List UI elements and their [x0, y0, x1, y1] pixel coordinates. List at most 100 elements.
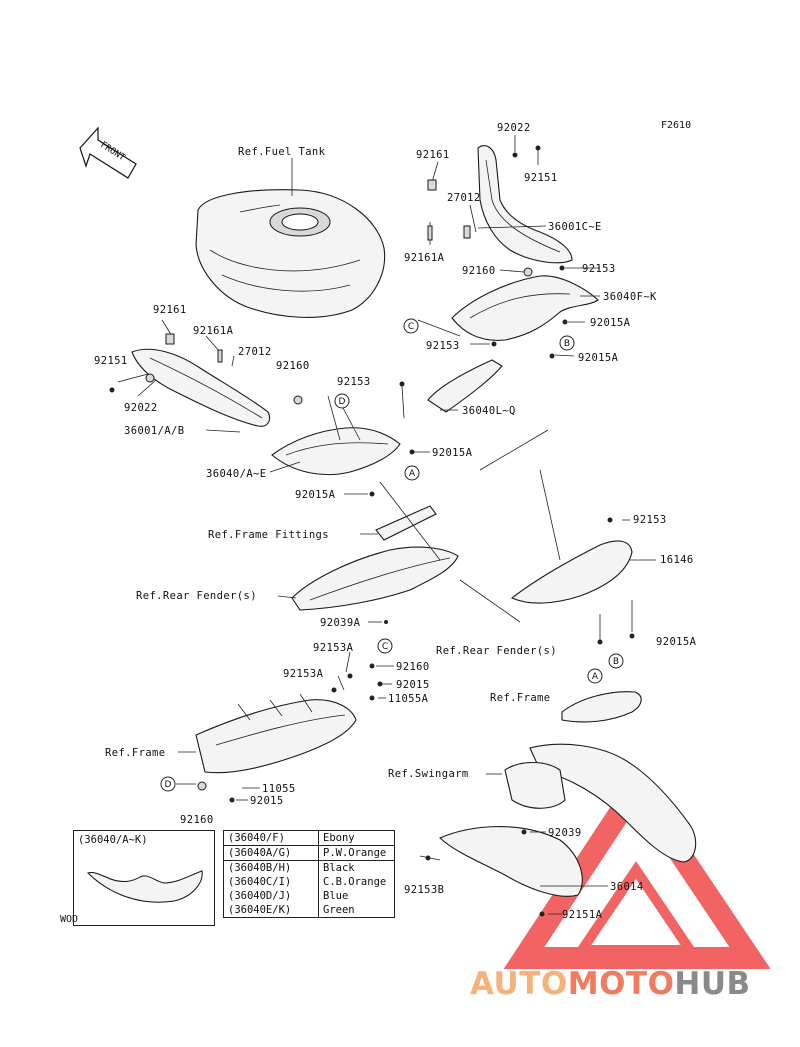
part-label: 27012 [447, 192, 481, 204]
ref-circle-b-lower: B [608, 653, 624, 669]
legend-row: (36040D/J)Blue [223, 889, 395, 903]
ref-circle-b-upper: B [559, 335, 575, 351]
ref-frame-right-label: Ref.Frame [490, 692, 551, 704]
part-label: 92015 [396, 679, 430, 691]
part-label: 92160 [396, 661, 430, 673]
part-label: 36001/A/B [124, 425, 185, 437]
legend-part-code: (36040/F) [223, 830, 319, 846]
part-label: 92015A [295, 489, 336, 501]
svg-text:C: C [408, 322, 414, 332]
ref-circle-d-lower: D [160, 776, 176, 792]
part-number-labels: 92022 92161 92151 27012 36001C~E 92161A … [94, 122, 697, 921]
part-label: 36001C~E [548, 221, 602, 233]
part-label: 92015A [656, 636, 697, 648]
legend-color-name: Ebony [318, 830, 395, 846]
part-label: 92151 [94, 355, 128, 367]
part-label: 92153 [337, 376, 371, 388]
part-label: 92022 [497, 122, 531, 134]
legend-color-name: Blue [318, 889, 395, 903]
legend-part-code: (36040C/I) [223, 875, 319, 889]
part-label: 92161A [404, 252, 445, 264]
legend-color-name: P.W.Orange [318, 845, 395, 861]
legend-part-code: (36040A/G) [223, 845, 319, 861]
inset-caption: WOD [60, 914, 79, 925]
part-label: 92015A [432, 447, 473, 459]
watermark-text: AUTOMOTOHUB [470, 966, 751, 1002]
svg-text:D: D [165, 780, 172, 790]
part-label: 92153 [633, 514, 667, 526]
part-label: 92022 [124, 402, 158, 414]
legend-row: (36040A/G)P.W.Orange [223, 845, 395, 861]
part-label: 92151 [524, 172, 558, 184]
svg-text:D: D [339, 397, 346, 407]
legend-color-name: C.B.Orange [318, 875, 395, 889]
ref-rear-fender-right-label: Ref.Rear Fender(s) [436, 645, 557, 657]
legend-color-name: Black [318, 860, 395, 875]
part-label: 92039 [548, 827, 582, 839]
chain-cover-36014 [439, 826, 583, 897]
legend-row: (36040B/H)Black [223, 860, 395, 875]
legend-color-name: Green [318, 903, 395, 918]
part-label: 92015A [578, 352, 619, 364]
part-label: 92039A [320, 617, 361, 629]
frame-fittings-bracket [375, 505, 437, 541]
part-label: 92160 [462, 265, 496, 277]
part-label: 36040L~Q [462, 405, 516, 417]
part-label: 92153A [313, 642, 354, 654]
svg-text:C: C [382, 642, 388, 652]
legend-row: (36040/F)Ebony [223, 830, 395, 846]
part-label: 92160 [276, 360, 310, 372]
part-label: 92153B [404, 884, 444, 896]
watermark-auto: AUTO [470, 966, 568, 1002]
part-label: 92161 [153, 304, 187, 316]
front-direction-arrow: FRONT [79, 126, 137, 179]
part-label: 92153A [283, 668, 324, 680]
ref-frame-fittings-label: Ref.Frame Fittings [208, 529, 329, 541]
legend-part-code: (36040D/J) [223, 889, 319, 903]
side-cover-right-upper [477, 145, 573, 264]
frame-bracket-right [561, 691, 642, 723]
seat-cover-right [451, 275, 599, 341]
part-label: 92161 [416, 149, 450, 161]
part-label: 92153 [426, 340, 460, 352]
ref-swingarm-label: Ref.Swingarm [388, 768, 469, 780]
svg-text:A: A [409, 469, 416, 479]
seat-cover-left [271, 427, 401, 476]
part-label: 36040F~K [603, 291, 657, 303]
reference-circles: C B D A C A B D [160, 318, 624, 792]
side-cover-left [131, 348, 271, 427]
fuel-tank-reference [195, 158, 386, 318]
part-label: 92161A [193, 325, 234, 337]
figure-code: F2610 [661, 120, 692, 131]
color-legend-table: (36040/F)Ebony(36040A/G)P.W.Orange(36040… [223, 830, 395, 918]
legend-part-code: (36040E/K) [223, 903, 319, 918]
ref-circle-c-upper: C [403, 318, 419, 334]
part-label: 92015 [250, 795, 284, 807]
seat-cover-center-piece [427, 359, 503, 413]
part-label: 92153 [582, 263, 616, 275]
ref-fuel-tank-label: Ref.Fuel Tank [238, 146, 326, 158]
fasteners [109, 145, 635, 917]
ref-circle-d-upper: D [334, 393, 350, 409]
svg-text:B: B [564, 339, 570, 349]
legend-part-code: (36040B/H) [223, 860, 319, 875]
part-label: 92160 [180, 814, 214, 826]
ref-rear-fender-left-label: Ref.Rear Fender(s) [136, 590, 257, 602]
ref-circle-a-upper: A [404, 465, 420, 481]
inset-title: (36040/A~K) [78, 834, 148, 846]
chain-guard-16146 [510, 540, 633, 604]
part-label: 92151A [562, 909, 603, 921]
watermark-moto: MOTO [567, 966, 675, 1002]
ref-frame-left-label: Ref.Frame [105, 747, 166, 759]
ref-circle-a-lower: A [587, 668, 603, 684]
reference-labels: Ref.Fuel Tank Ref.Frame Fittings Ref.Rea… [105, 146, 557, 780]
swingarm-reference [504, 743, 697, 863]
legend-row: (36040E/K)Green [223, 903, 395, 918]
inset-cover-box: (36040/A~K) [73, 830, 215, 926]
part-label: 16146 [660, 554, 694, 566]
inset-cover-drawing [87, 870, 203, 903]
legend-row: (36040C/I)C.B.Orange [223, 875, 395, 889]
watermark-hub: HUB [674, 966, 751, 1002]
